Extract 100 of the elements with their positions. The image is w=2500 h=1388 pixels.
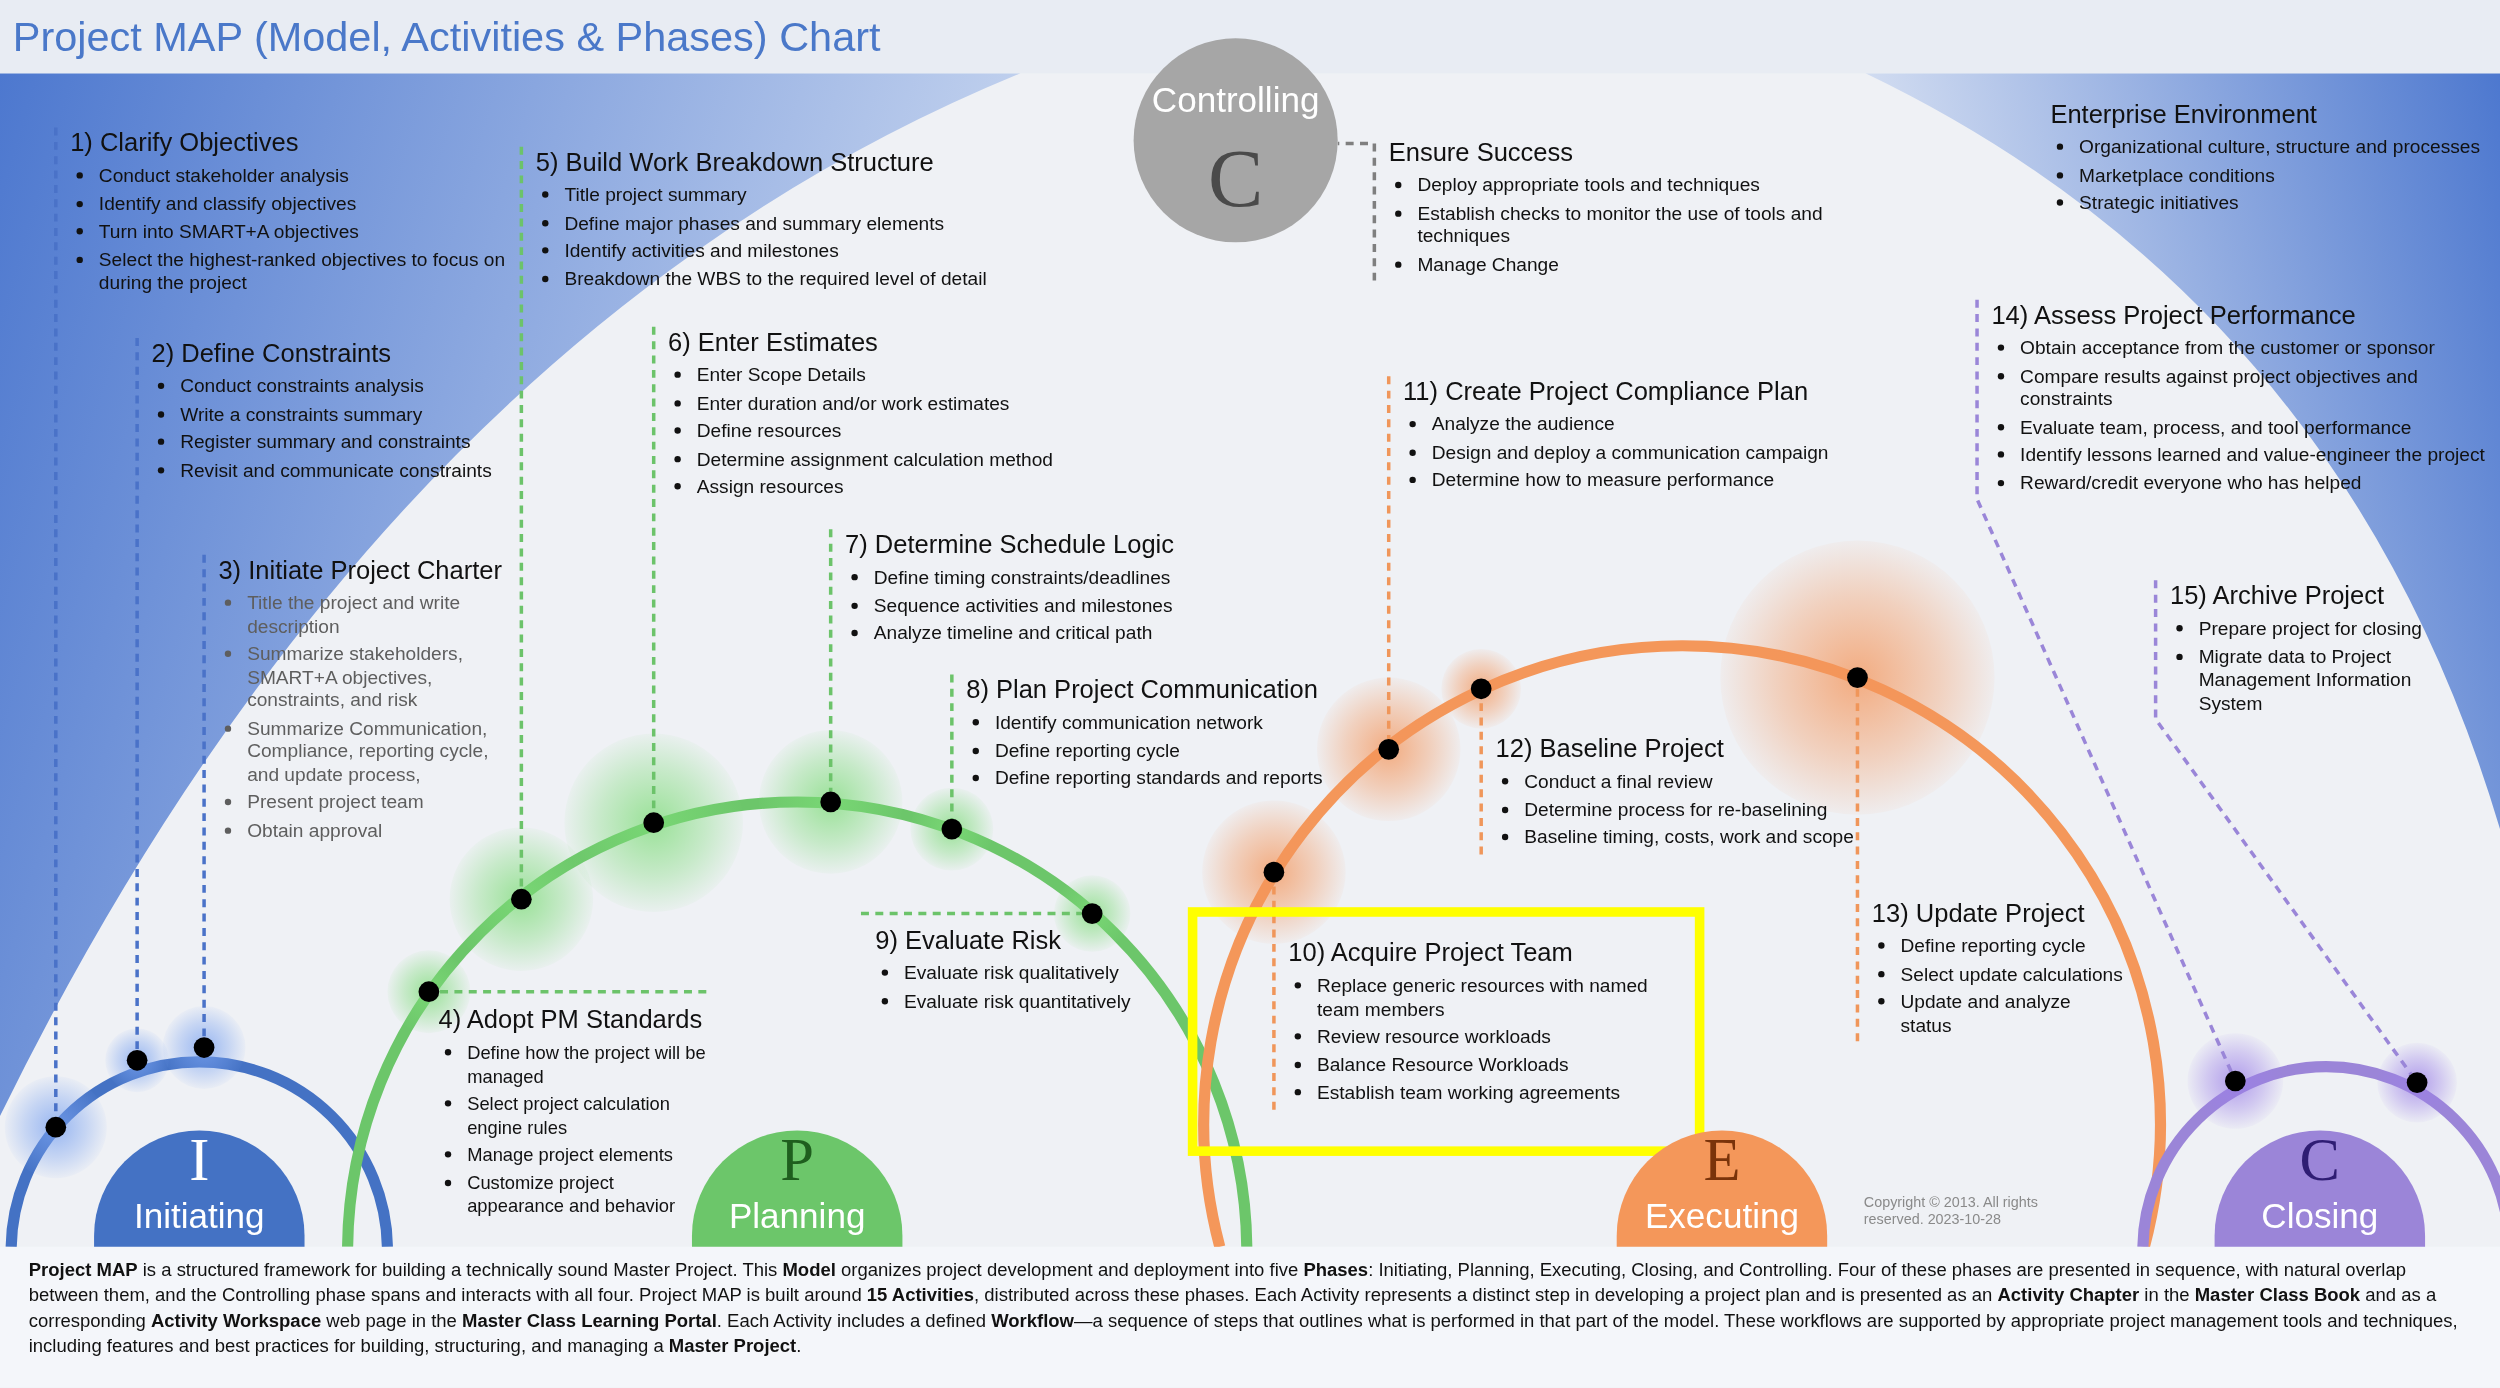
- leader-line: [1975, 299, 2233, 1073]
- bullet-item: Enter Scope Details: [668, 363, 1125, 387]
- leader-line: [519, 146, 524, 889]
- leader-line: [1386, 376, 1391, 739]
- activity-heading: 6) Enter Estimates: [668, 327, 879, 358]
- bullet-item: Title project summary: [535, 183, 1080, 207]
- milestone-dot: [941, 818, 963, 840]
- phase-label: Initiating: [132, 1195, 266, 1238]
- bullet-item: Define how the project will be managed: [438, 1041, 707, 1088]
- bullet-item: Identify activities and milestones: [535, 239, 1080, 263]
- milestone-dot: [2406, 1072, 2428, 1093]
- bullet-item: Review resource workloads: [1288, 1025, 1676, 1049]
- milestone-dot: [126, 1049, 148, 1071]
- activity-heading: Ensure Success: [1388, 137, 1575, 168]
- bullet-item: Balance Resource Workloads: [1288, 1053, 1676, 1077]
- milestone-dot: [193, 1037, 215, 1058]
- bullet-item: Identify lessons learned and value-engineer the project: [1991, 443, 2494, 467]
- bullet-item: Strategic initiatives: [2050, 191, 2491, 215]
- bullet-item: Obtain acceptance from the customer or sponsor: [1991, 336, 2494, 360]
- bullet-item: Define timing constraints/deadlines: [845, 566, 1238, 590]
- milestone-dot: [1378, 739, 1400, 760]
- phase-letter: C: [2298, 1128, 2342, 1190]
- bullet-item: Write a constraints summary: [151, 402, 528, 426]
- milestone-dot: [643, 812, 665, 834]
- bullet-item: Analyze the audience: [1403, 412, 1891, 437]
- leader-line: [202, 554, 206, 1038]
- leader-line: [2153, 580, 2413, 1076]
- bullet-item: Determine how to measure performance: [1403, 468, 1891, 492]
- leader-line: [1855, 688, 1860, 1042]
- phase-letter: I: [188, 1128, 211, 1190]
- bullet-item: Establish team working agreements: [1288, 1081, 1676, 1105]
- bullet-item: Select the highest-ranked objectives to focus on during the project: [70, 247, 535, 295]
- bullet-item: Enter duration and/or work estimates: [668, 391, 1125, 415]
- leader-line: [828, 529, 833, 792]
- activity-heading: 14) Assess Project Performance: [1991, 300, 2357, 331]
- phase-label: Closing: [2260, 1195, 2380, 1238]
- milestone-dot: [418, 981, 440, 1003]
- bullet-item: Summarize Communication, Compliance, reporting cycle, and update process,: [218, 716, 523, 787]
- phase-label: Executing: [1643, 1195, 1800, 1238]
- bullet-item: Prepare project for closing: [2169, 617, 2459, 641]
- activity-heading: 3) Initiate Project Charter: [218, 555, 503, 586]
- title-text: Project MAP (Model, Activities & Phases) Chart: [12, 12, 881, 61]
- bullet-item: Conduct constraints analysis: [151, 374, 528, 398]
- bullet-item: Define reporting cycle: [1871, 934, 2126, 958]
- section-heading: Enterprise Environment: [2050, 99, 2318, 130]
- caption-text: Project MAP is a structured framework for building a technically sound Master Project. This Model organizes project development and deployment into five Phases: Initiating, Planning, Executing, Closing, and Controlling. Four of these phases are presented in sequence, with natural overlap between them, and the Controlling phase spans and interacts with all four. Project MAP is built around 15 Activities, distributed across these phases. Each Activity represents a distinct step in developing a project plan and is presented as an Activity Chapter in the Master Class Book and as a corresponding Activity Workspace web page in the Master Class Learning Portal. Each Activity includes a defined Workflow—a sequence of steps that outlines what is performed in that part of the model. These workflows are supported by appropriate project management tools and techniques, including features and best practices for building, structuring, and managing a Master Project.: [28, 1256, 2459, 1358]
- leader-line: [439, 989, 707, 994]
- activity-heading: 8) Plan Project Communication: [966, 675, 1319, 705]
- bullet-item: Define resources: [668, 419, 1125, 443]
- bullet-item: Select update calculations: [1871, 962, 2126, 986]
- bullet-item: Marketplace conditions: [2050, 163, 2491, 187]
- bullet-item: Design and deploy a communication campaign: [1403, 440, 1891, 464]
- bullet-item: Define reporting standards and reports: [966, 766, 1351, 790]
- bullet-item: Obtain approval: [218, 818, 523, 842]
- milestone-dot: [511, 888, 532, 910]
- activity-heading: 5) Build Work Breakdown Structure: [535, 147, 935, 177]
- bullet-item: Update and analyze status: [1871, 990, 2126, 1037]
- bullet-item: Establish checks to monitor the use of tools and techniques: [1388, 201, 1885, 248]
- milestone-dot: [1081, 903, 1103, 924]
- phase-letter: P: [779, 1128, 816, 1190]
- activity-heading: 10) Acquire Project Team: [1288, 938, 1574, 968]
- bullet-item: Breakdown the WBS to the required level of detail: [535, 267, 1080, 291]
- bullet-item: Evaluate team, process, and tool performance: [1991, 415, 2494, 439]
- bullet-item: Sequence activities and milestones: [845, 593, 1238, 618]
- leader-line: [135, 338, 139, 1050]
- bullet-item: Select project calculation engine rules: [438, 1092, 707, 1139]
- bullet-item: Compare results against project objectives and constraints: [1991, 364, 2494, 411]
- bullet-item: Define major phases and summary elements: [535, 211, 1080, 235]
- bullet-item: Determine process for re-baselining: [1495, 798, 1872, 822]
- activity-heading: 9) Evaluate Risk: [875, 925, 1063, 956]
- bullet-item: Reward/credit everyone who has helped: [1991, 471, 2494, 495]
- bullet-item: Analyze timeline and critical path: [845, 621, 1238, 645]
- bullet-item: Replace generic resources with named team members: [1288, 974, 1676, 1021]
- activity-heading: 1) Clarify Objectives: [70, 128, 300, 158]
- leader-line: [1337, 141, 1377, 281]
- bullet-item: Identify and classify objectives: [70, 192, 535, 216]
- milestone-dot: [2224, 1070, 2246, 1092]
- bullet-item: Manage Change: [1388, 252, 1885, 276]
- activity-heading: 15) Archive Project: [2169, 580, 2386, 611]
- bullet-item: Determine assignment calculation method: [668, 447, 1125, 471]
- activity-heading: 7) Determine Schedule Logic: [845, 529, 1175, 560]
- bullet-item: Present project team: [218, 790, 523, 814]
- copyright-note: Copyright © 2013. All rights reserved. 2023-10-28: [1863, 1194, 2039, 1230]
- leader-line: [860, 911, 1082, 916]
- bullet-item: Register summary and constraints: [151, 430, 528, 454]
- bullet-item: Conduct stakeholder analysis: [70, 164, 535, 188]
- milestone-dot: [1263, 861, 1285, 883]
- activity-heading: 13) Update Project: [1871, 898, 2086, 928]
- bullet-item: Assign resources: [668, 475, 1125, 499]
- bullet-item: Evaluate risk quantitatively: [875, 989, 1172, 1013]
- bullet-item: Define reporting cycle: [966, 739, 1351, 763]
- bullet-item: Turn into SMART+A objectives: [70, 220, 535, 244]
- bullet-item: Migrate data to Project Management Information System: [2169, 644, 2459, 715]
- milestone-dot: [1847, 667, 1868, 688]
- bullet-item: Evaluate risk qualitatively: [875, 961, 1172, 985]
- milestone-dot: [820, 791, 842, 813]
- bullet-item: Identify communication network: [966, 711, 1351, 735]
- bullet-item: Conduct a final review: [1495, 770, 1872, 794]
- bullet-item: Deploy appropriate tools and techniques: [1388, 173, 1885, 197]
- activity-heading: 2) Define Constraints: [151, 338, 393, 369]
